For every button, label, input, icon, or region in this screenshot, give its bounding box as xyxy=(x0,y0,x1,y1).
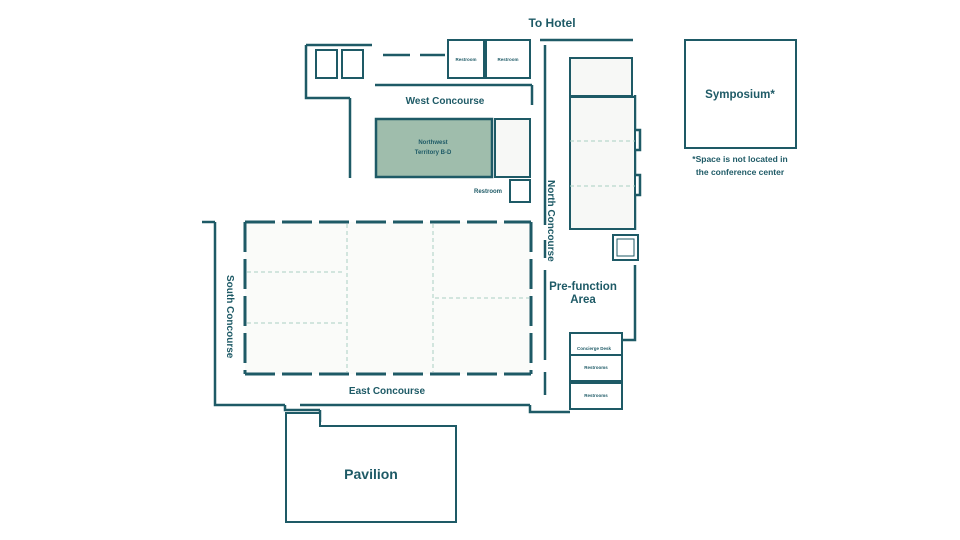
main-hall xyxy=(243,220,533,376)
north-rooms xyxy=(569,57,636,230)
small-restroom-box xyxy=(509,179,531,203)
symposium-note-line1: *Space is not located in xyxy=(692,154,787,164)
service-rooms xyxy=(569,332,623,410)
to-hotel-label: To Hotel xyxy=(528,16,575,30)
northwest-label-line2: Territory B-D xyxy=(415,150,452,156)
prefunction-label-line2: Area xyxy=(570,294,596,306)
south-concourse-label: South Concourse xyxy=(224,275,235,359)
restroom-label-2: Restroom xyxy=(497,57,518,62)
pavilion-room[interactable] xyxy=(285,412,457,523)
elevators xyxy=(315,49,639,261)
storage-room xyxy=(494,118,531,178)
north-concourse-label: North Concourse xyxy=(545,180,556,262)
pavilion-label: Pavilion xyxy=(344,466,398,482)
restrooms-label-2: Restrooms xyxy=(584,393,608,398)
symposium-label: Symposium* xyxy=(705,89,775,101)
west-concourse-label: West Concourse xyxy=(406,96,485,107)
symposium-room[interactable] xyxy=(684,39,797,149)
concierge-desk-label: Concierge Desk xyxy=(577,346,612,351)
east-concourse-label: East Concourse xyxy=(349,386,426,397)
northwest-territory-room[interactable] xyxy=(374,117,494,179)
northwest-label-line1: Northwest xyxy=(418,140,447,146)
restroom-label-1: Restroom xyxy=(455,57,476,62)
prefunction-label-line1: Pre-function xyxy=(549,281,617,293)
symposium-note-line2: the conference center xyxy=(696,167,785,177)
restroom-mid-label: Restroom xyxy=(474,189,502,195)
restrooms-label-1: Restrooms xyxy=(584,365,608,370)
top-restrooms xyxy=(447,39,531,79)
